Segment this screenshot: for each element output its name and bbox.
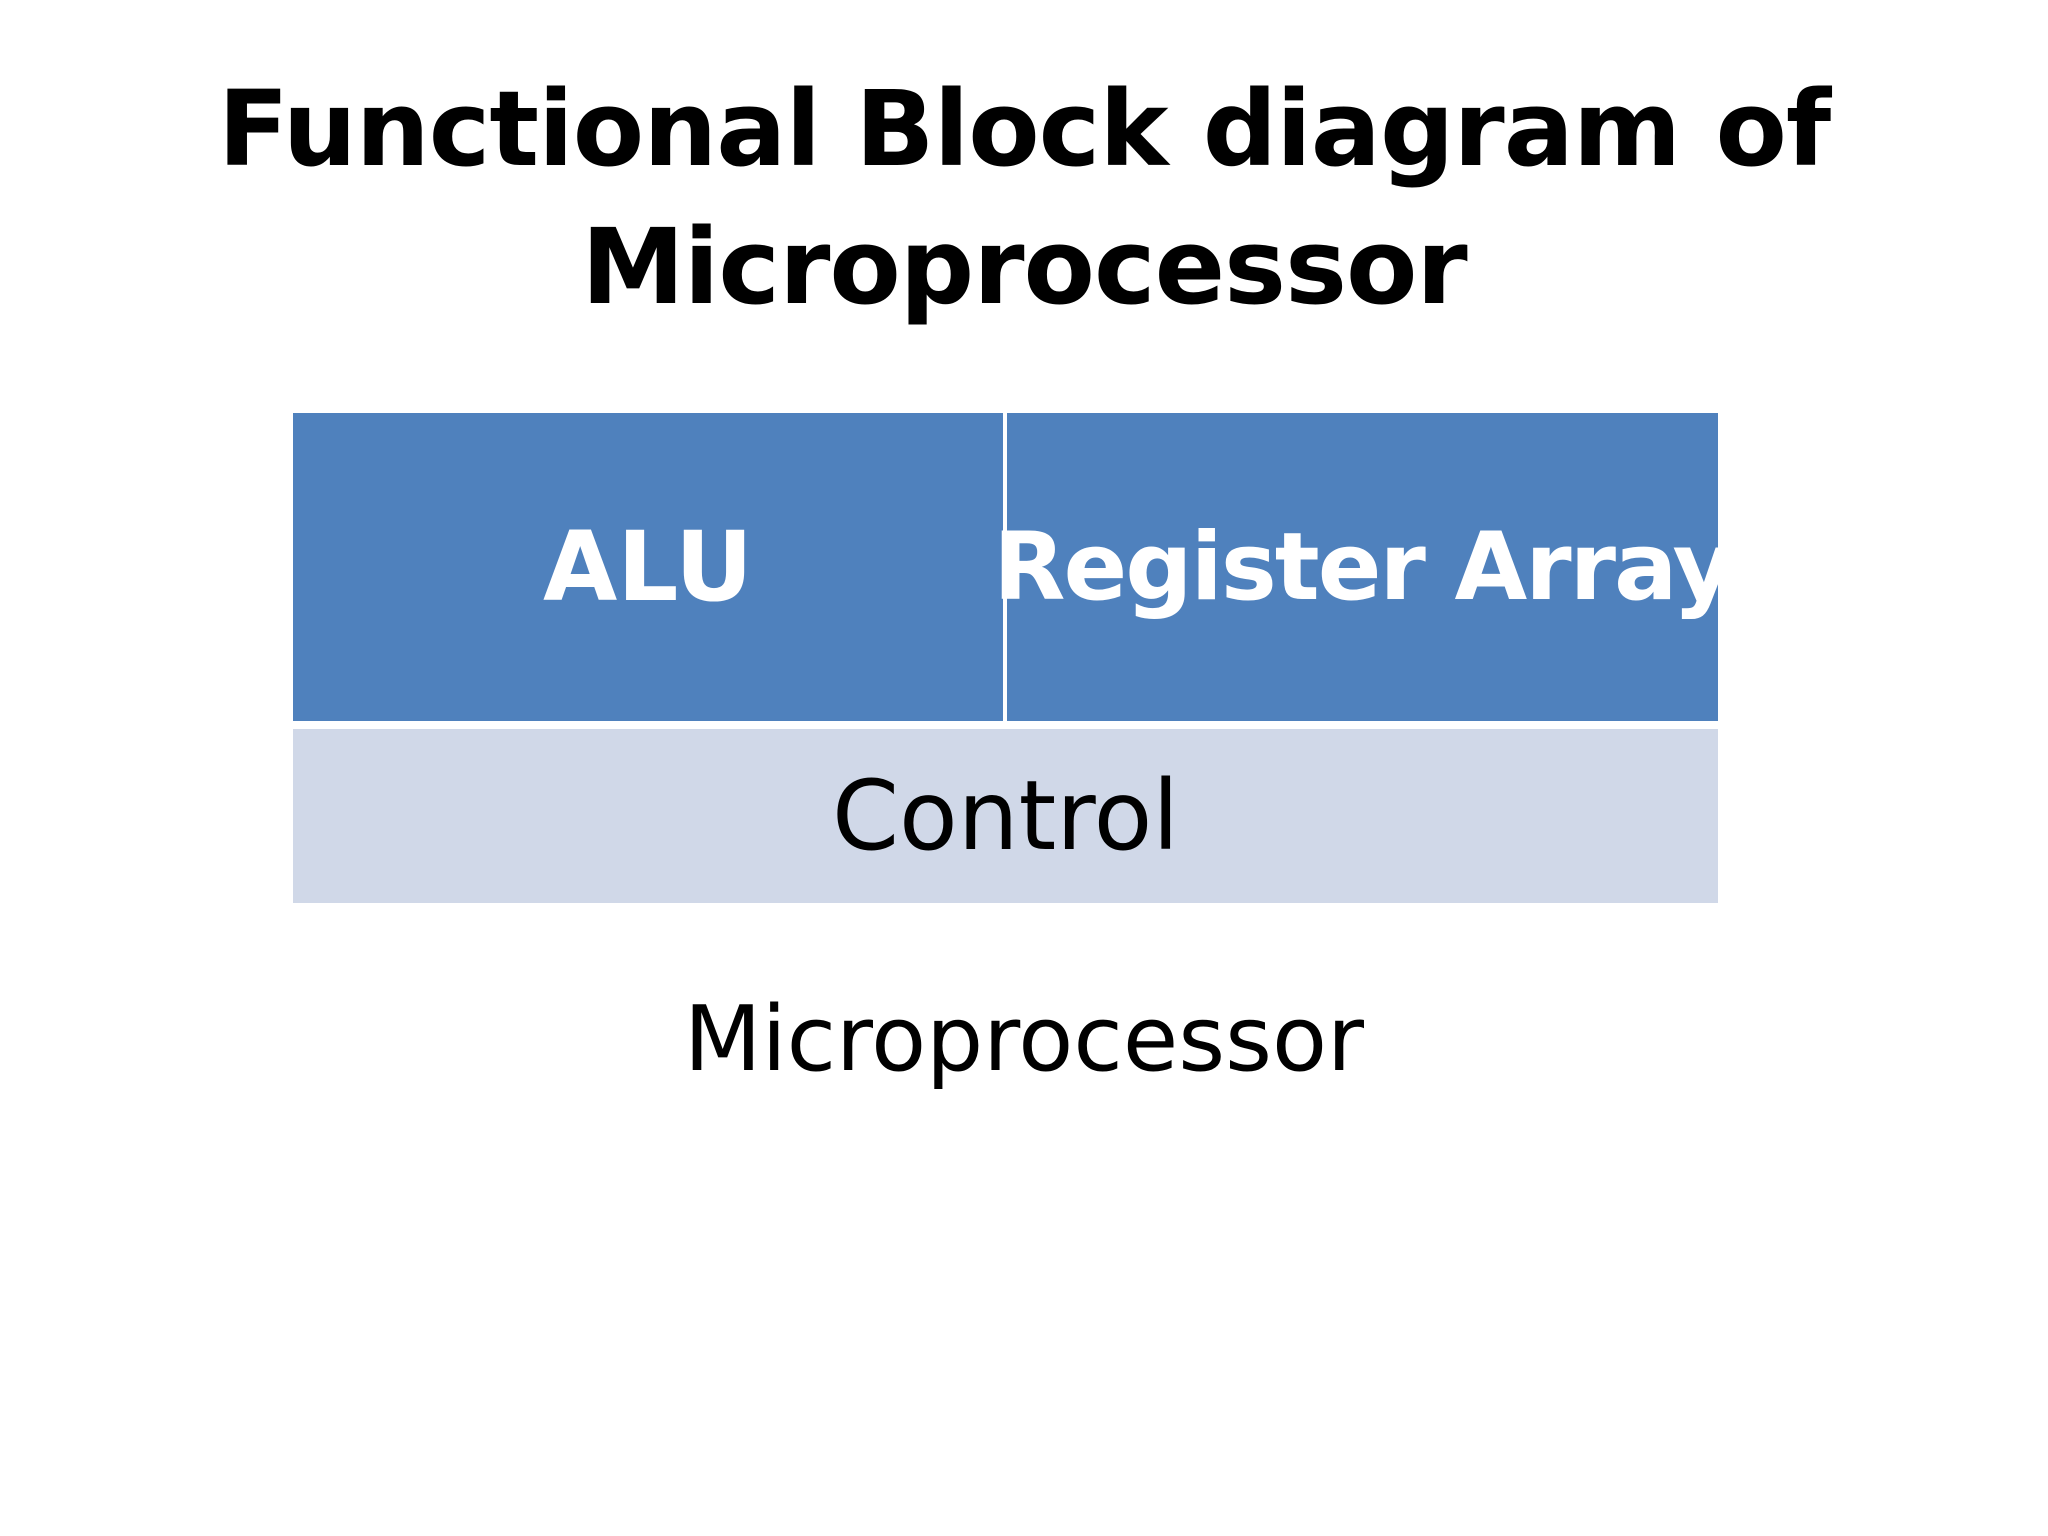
slide-title: Functional Block diagram of Microprocess…	[0, 60, 2048, 336]
diagram-caption: Microprocessor	[683, 987, 1365, 1092]
slide-title-line-2: Microprocessor	[581, 206, 1467, 328]
register-array-block: Register Array	[993, 413, 1734, 721]
slide-title-line-1: Functional Block diagram of	[217, 68, 1831, 190]
alu-block: ALU	[293, 413, 1003, 721]
control-block: Control	[293, 729, 1718, 903]
block-diagram: ALU Register Array Control	[293, 413, 1734, 903]
